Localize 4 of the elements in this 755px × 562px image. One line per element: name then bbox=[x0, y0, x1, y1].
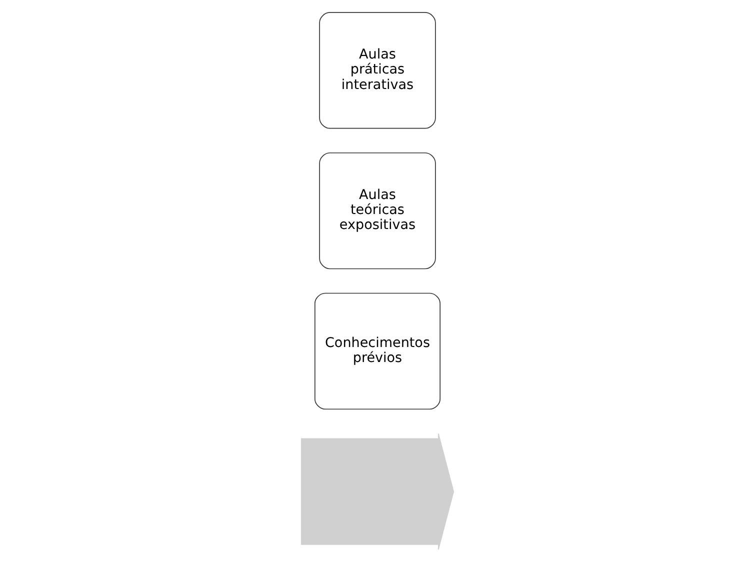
node-box: Aulas práticas interativas bbox=[319, 12, 436, 129]
node-box: Aulas teóricas expositivas bbox=[319, 152, 436, 270]
node-arrow bbox=[300, 433, 454, 550]
node-box: Conhecimentos prévios bbox=[314, 292, 440, 410]
